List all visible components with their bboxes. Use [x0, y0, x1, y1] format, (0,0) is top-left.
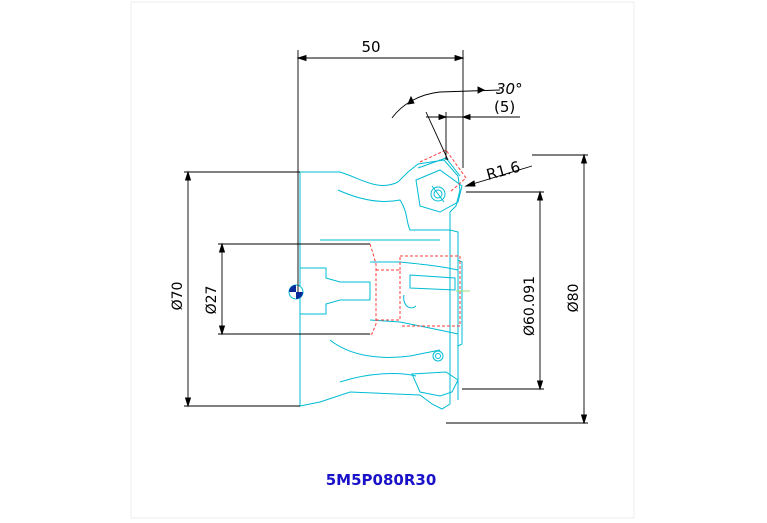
- hidden-lines: [300, 149, 467, 335]
- dim-angle-label: 30°: [496, 80, 523, 98]
- cutter-body-outline: [299, 157, 463, 410]
- dimension-lines: [184, 50, 588, 425]
- sheet-border: [130, 1, 635, 519]
- dim-bore-label: Ø27: [204, 286, 220, 315]
- dim-cutting-label: Ø80: [566, 284, 582, 313]
- dim-offset-label: (5): [494, 98, 515, 116]
- part-number-label: 5M5P080R30: [326, 471, 437, 489]
- dim-width-label: 50: [361, 38, 380, 56]
- dim-reference-label: Ø60.091: [522, 276, 538, 336]
- dim-radius-label: R1.6: [484, 158, 522, 184]
- dim-body-label: Ø70: [170, 282, 186, 311]
- axis-center-mark: [288, 284, 470, 300]
